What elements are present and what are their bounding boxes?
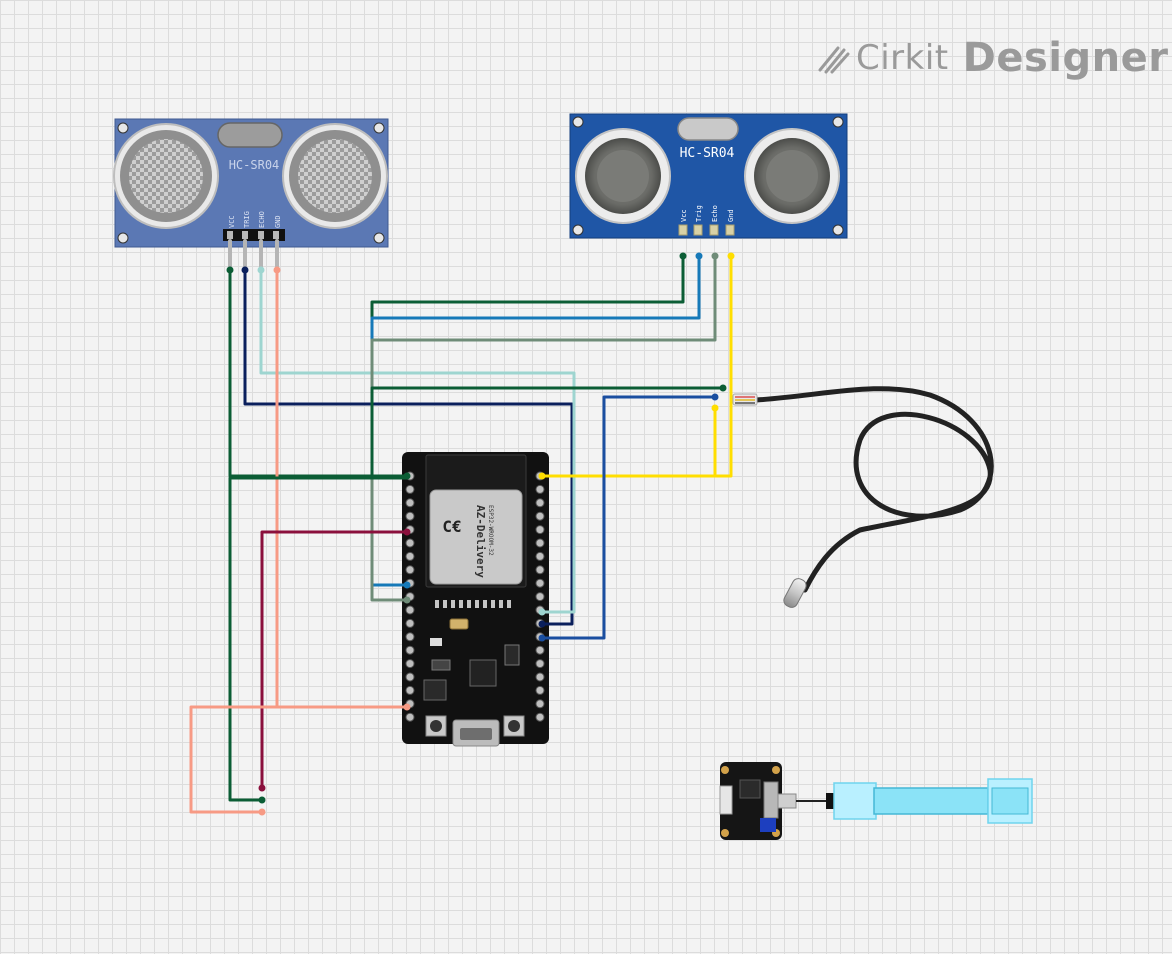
esp32-pin[interactable] bbox=[405, 511, 415, 521]
esp32-pin[interactable] bbox=[535, 551, 545, 561]
micro-usb-port bbox=[452, 719, 500, 747]
sensor-right-pin-gnd: Gnd bbox=[727, 209, 735, 222]
sensor-left-pin-trig: TRIG bbox=[243, 211, 251, 228]
sensor-right-pin-echo: Echo bbox=[711, 205, 719, 222]
wire-salmon-to-terminal[interactable] bbox=[189, 705, 409, 814]
esp32-pin[interactable] bbox=[405, 605, 415, 615]
wire-right-trig[interactable] bbox=[370, 254, 701, 587]
sensor-left-pin-vcc: VCC bbox=[228, 215, 236, 228]
wire-green-to-terminal[interactable] bbox=[228, 476, 409, 802]
esp32-pin[interactable] bbox=[405, 484, 415, 494]
hc-sr04-left[interactable]: HC-SR04 VCC TRIG ECHO GND bbox=[113, 118, 389, 270]
sensor-left-label: HC-SR04 bbox=[229, 158, 280, 172]
esp32-pin[interactable] bbox=[405, 659, 415, 669]
boot-button[interactable] bbox=[503, 715, 525, 737]
esp32-pin[interactable] bbox=[535, 484, 545, 494]
wire-probe-vcc[interactable] bbox=[370, 386, 725, 478]
esp32-pin[interactable] bbox=[535, 565, 545, 575]
module-brand: AZ-Delivery bbox=[474, 505, 487, 578]
esp32-pin[interactable] bbox=[535, 699, 545, 709]
esp32-pin[interactable] bbox=[535, 685, 545, 695]
sensor-right-pin-trig: Trig bbox=[695, 205, 703, 222]
hc-sr04-right[interactable]: HC-SR04 Vcc Trig Echo Gnd bbox=[569, 113, 848, 239]
ds18b20-temperature-probe[interactable] bbox=[732, 386, 994, 610]
esp32-pin[interactable] bbox=[535, 659, 545, 669]
wires bbox=[189, 254, 733, 814]
brand-name-bold: Designer bbox=[962, 35, 1169, 81]
esp32-pin[interactable] bbox=[535, 525, 545, 535]
esp32-pin[interactable] bbox=[535, 712, 545, 722]
sensor-left-pin-gnd: GND bbox=[274, 215, 282, 228]
esp32-pin[interactable] bbox=[535, 645, 545, 655]
esp32-pin[interactable] bbox=[405, 565, 415, 575]
wire-probe-data[interactable] bbox=[540, 395, 717, 640]
wire-right-echo[interactable] bbox=[370, 254, 717, 602]
esp32-pin[interactable] bbox=[405, 645, 415, 655]
esp32-pin[interactable] bbox=[535, 498, 545, 508]
ce-mark: C€ bbox=[442, 517, 461, 536]
wire-endpoints bbox=[226, 252, 735, 816]
esp32-pin[interactable] bbox=[405, 538, 415, 548]
esp32-pin[interactable] bbox=[535, 578, 545, 588]
esp32-pin-header-left bbox=[405, 471, 415, 722]
esp32-pin[interactable] bbox=[405, 712, 415, 722]
sensor-right-label: HC-SR04 bbox=[680, 146, 735, 161]
sensor-right-pin-vcc: Vcc bbox=[680, 209, 688, 222]
esp32-pin[interactable] bbox=[405, 685, 415, 695]
esp32-pin[interactable] bbox=[405, 618, 415, 628]
esp32-wroom-module: AZ-Delivery ESP32-WROOM-32 C€ bbox=[425, 454, 527, 588]
esp32-pin[interactable] bbox=[405, 672, 415, 682]
wire-maroon-to-esp[interactable] bbox=[260, 530, 409, 790]
wire-left-trig[interactable] bbox=[243, 266, 574, 626]
wire-left-echo[interactable] bbox=[259, 266, 576, 614]
transducer-right-1 bbox=[575, 128, 671, 224]
esp32-pin[interactable] bbox=[405, 551, 415, 561]
cirkit-designer-logo: Cirkit Designer bbox=[816, 34, 1168, 82]
en-button[interactable] bbox=[425, 715, 447, 737]
wire-right-vcc[interactable] bbox=[370, 254, 685, 478]
transducer-right-2 bbox=[744, 128, 840, 224]
module-model: ESP32-WROOM-32 bbox=[487, 505, 494, 556]
water-level-sensor-module[interactable] bbox=[719, 762, 1033, 840]
esp32-pin[interactable] bbox=[405, 498, 415, 508]
wire-left-gnd[interactable] bbox=[275, 266, 409, 709]
esp32-pin[interactable] bbox=[535, 511, 545, 521]
transducer-left-2 bbox=[282, 123, 388, 229]
esp32-pin[interactable] bbox=[535, 538, 545, 548]
esp32-pin[interactable] bbox=[405, 632, 415, 642]
cirkit-logo-icon bbox=[818, 46, 850, 74]
esp32-pin[interactable] bbox=[535, 672, 545, 682]
transducer-left-1 bbox=[113, 123, 219, 229]
wire-right-gnd[interactable] bbox=[540, 254, 733, 478]
sensor-left-pin-echo: ECHO bbox=[258, 211, 266, 228]
esp32-pin[interactable] bbox=[535, 592, 545, 602]
wire-left-vcc-to-esp-3v3[interactable] bbox=[228, 266, 409, 478]
esp32-devkit-board[interactable]: AZ-Delivery ESP32-WROOM-32 C€ bbox=[402, 452, 549, 747]
brand-name-light: Cirkit bbox=[856, 38, 949, 78]
